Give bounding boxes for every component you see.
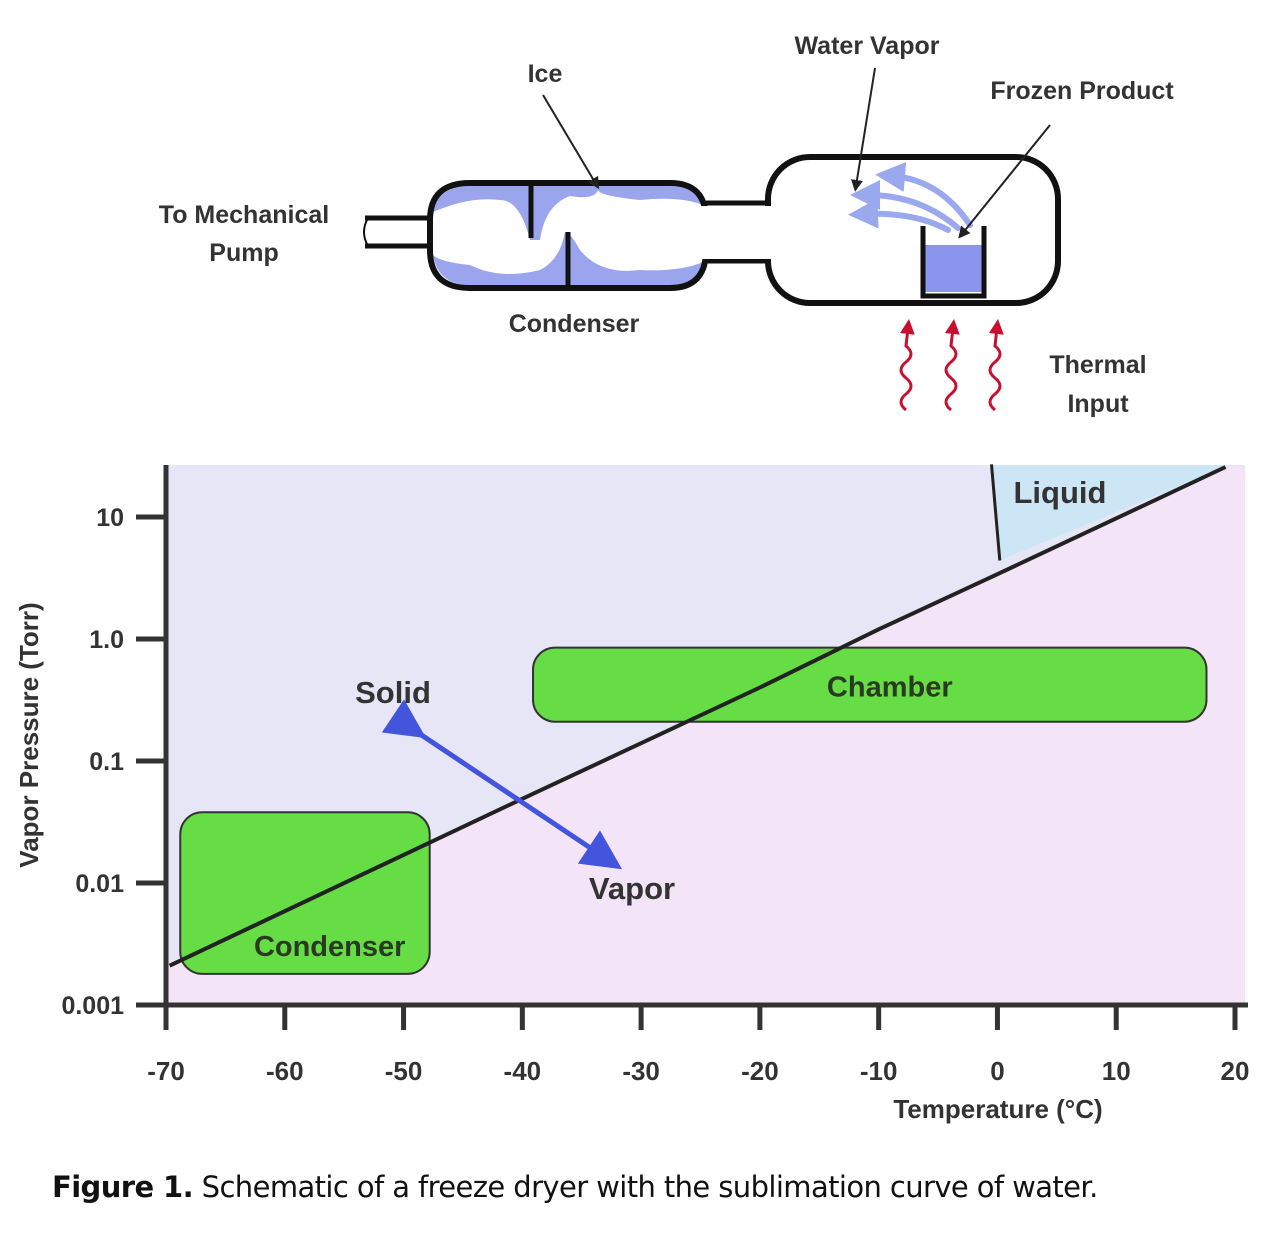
y-tick-label: 0.1 xyxy=(89,748,124,776)
x-tick-label: 10 xyxy=(1102,1056,1131,1086)
y-tick-label: 10 xyxy=(96,504,124,532)
figure: Ice Water Vapor Frozen Product To Mechan… xyxy=(14,32,1249,1124)
y-tick-label: 1.0 xyxy=(89,626,124,654)
water-vapor-label: Water Vapor xyxy=(795,32,940,60)
x-tick-label: -20 xyxy=(741,1056,779,1086)
thermal-label-line1: Thermal xyxy=(1049,351,1146,379)
caption-label: Figure 1. xyxy=(52,1170,194,1204)
liquid-region-label: Liquid xyxy=(1014,475,1107,510)
condenser-box xyxy=(179,811,431,975)
y-axis-label: Vapor Pressure (Torr) xyxy=(14,602,44,867)
solid-region-label: Solid xyxy=(355,675,431,710)
condenser-vessel xyxy=(427,180,709,291)
solid-region xyxy=(168,465,1245,966)
sublimation-chart: -70 -60 -50 -40 -30 -20 -10 0 10 20 0.001 0.01 0.1 1… xyxy=(14,464,1249,1124)
liquid-region xyxy=(991,465,1226,561)
pump-label-line1: To Mechanical xyxy=(159,201,329,229)
x-axis-label: Temperature (°C) xyxy=(893,1094,1102,1124)
vapor-flow-arrows xyxy=(848,162,973,233)
x-tick-label: -60 xyxy=(266,1056,304,1086)
condenser-box-label: Condenser xyxy=(254,931,405,963)
x-tick-label: -40 xyxy=(504,1056,542,1086)
caption-text: Schematic of a freeze dryer with the sub… xyxy=(193,1170,1099,1204)
freeze-dryer-schematic: Ice Water Vapor Frozen Product To Mechan… xyxy=(159,32,1175,418)
x-tick-label: 20 xyxy=(1221,1056,1250,1086)
thermal-input-icon xyxy=(899,319,1004,412)
pump-pipe xyxy=(363,215,432,249)
connecting-pipe xyxy=(706,200,770,264)
x-tick-label: 0 xyxy=(990,1056,1004,1086)
ice-label: Ice xyxy=(528,60,563,88)
x-tick-label: -10 xyxy=(860,1056,898,1086)
y-tick-label: 0.01 xyxy=(75,870,124,898)
thermal-label-line2: Input xyxy=(1067,390,1129,418)
condenser-label: Condenser xyxy=(509,310,640,338)
x-tick-label: -70 xyxy=(147,1056,185,1086)
ice-layer-top xyxy=(433,186,703,240)
frozen-product-leader-line xyxy=(958,124,1051,239)
x-tick-label: -50 xyxy=(385,1056,423,1086)
pump-label-line2: Pump xyxy=(209,239,278,267)
chamber-box xyxy=(532,646,1208,723)
y-tick-label: 0.001 xyxy=(61,992,124,1020)
axes xyxy=(140,465,1248,1030)
vapor-region xyxy=(168,466,1245,1005)
melting-line xyxy=(990,464,1002,561)
x-tick-label: -30 xyxy=(622,1056,660,1086)
vapor-region-label: Vapor xyxy=(589,871,675,906)
chamber-box-label: Chamber xyxy=(827,672,953,704)
product-container xyxy=(920,226,987,299)
frozen-product-label: Frozen Product xyxy=(990,77,1174,105)
water-vapor-leader-line xyxy=(851,67,876,192)
figure-caption: Figure 1. Schematic of a freeze dryer wi… xyxy=(52,1170,1098,1204)
ice-leader-line xyxy=(542,94,600,190)
phase-change-arrow xyxy=(381,699,623,870)
